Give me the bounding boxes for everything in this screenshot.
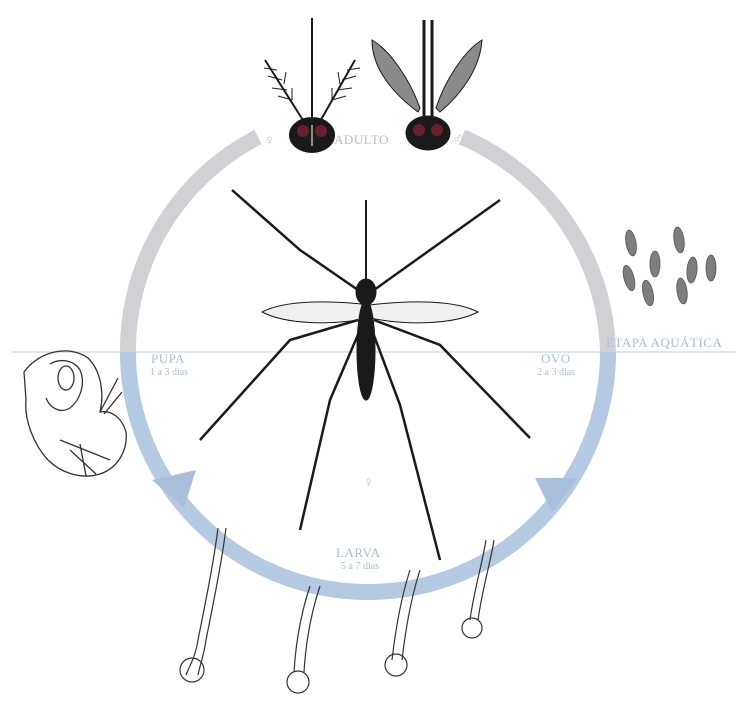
adult-title: ADULTO xyxy=(334,133,389,146)
pupa-title: PUPA xyxy=(151,352,185,365)
egg-title: OVO xyxy=(541,352,571,365)
cycle-arc-grey xyxy=(128,137,258,352)
center-female-symbol: ♀ xyxy=(363,476,374,491)
pupa-days: 1 a 3 dias xyxy=(150,368,188,378)
egg-days: 2 a 3 dias xyxy=(537,368,575,378)
female-symbol: ♀ xyxy=(264,134,275,149)
pupa-icon xyxy=(24,351,126,476)
larva-days: 5 a 7 dias xyxy=(341,562,379,572)
larva-title: LARVA xyxy=(336,546,381,559)
eggs-icon xyxy=(621,226,716,306)
aquatic-stage-title: ETAPA AQUÁTICA xyxy=(606,336,722,349)
male-symbol: ♂ xyxy=(452,132,463,147)
mosquito-adult-icon xyxy=(200,190,530,560)
cycle-arc-grey-right xyxy=(462,137,608,352)
